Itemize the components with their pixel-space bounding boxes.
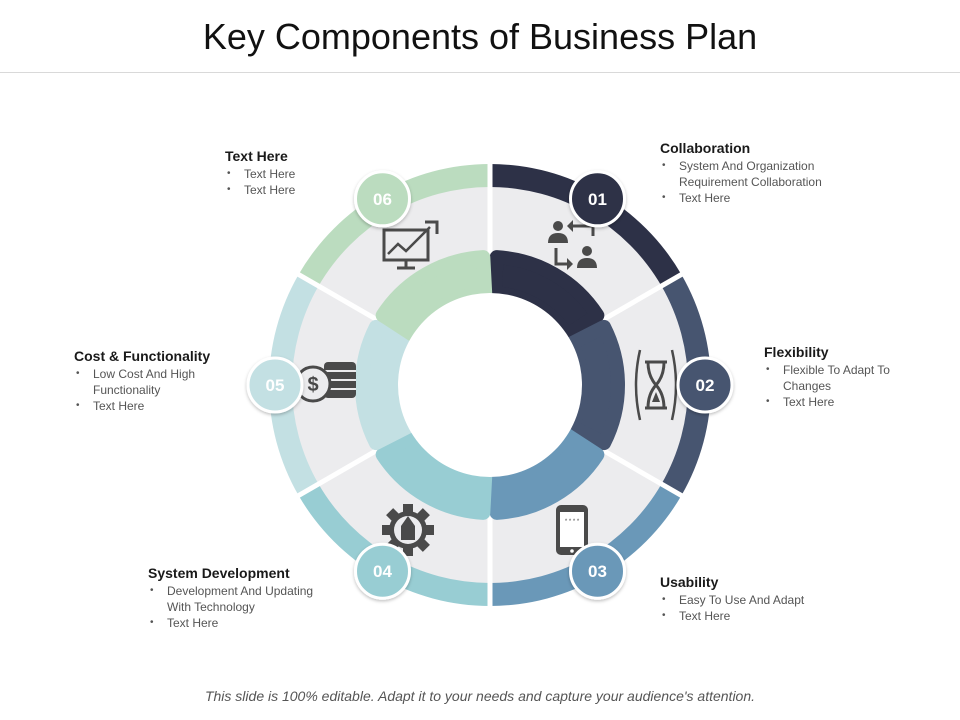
slide-title: Key Components of Business Plan <box>202 16 758 57</box>
segment-label-06: Text Here Text Here Text Here <box>225 148 345 198</box>
segment-bullets: Text Here Text Here <box>225 166 345 198</box>
number-badge-04: 04 <box>354 542 411 600</box>
footer-note: This slide is 100% editable. Adapt it to… <box>204 688 756 704</box>
segment-title: System Development <box>148 565 290 581</box>
inner-arc-01 <box>487 250 605 342</box>
segment-label-05: Cost & Functionality Low Cost And High F… <box>74 348 234 414</box>
inner-arc-06 <box>375 250 493 342</box>
badge-circle <box>246 356 304 414</box>
bullet: Low Cost And High Functionality <box>74 366 234 398</box>
bullet: Easy To Use And Adapt <box>660 592 860 608</box>
badge-circle <box>569 542 626 600</box>
badge-number: 05 <box>266 376 285 395</box>
segment-label-02: Flexibility Flexible To Adapt To Changes… <box>764 344 904 410</box>
bullet: Development And Updating With Technology <box>148 583 334 615</box>
segment-bullets: System And Organization Requirement Coll… <box>660 158 860 206</box>
growth-chart-icon <box>382 220 439 270</box>
number-badge-02: 02 <box>676 356 734 414</box>
number-badge-05: 05 <box>246 356 304 414</box>
segment-bullets: Easy To Use And Adapt Text Here <box>660 592 860 624</box>
gear-tooth <box>403 504 413 514</box>
title-divider <box>0 72 960 73</box>
inner-arc-04 <box>375 428 493 520</box>
svg-text:$: $ <box>307 374 318 396</box>
badge-circle <box>676 356 734 414</box>
badge-number: 04 <box>373 562 392 581</box>
segment-label-04: System Development Development And Updat… <box>148 565 334 631</box>
bullet: Text Here <box>225 166 345 182</box>
segment-bullets: Low Cost And High Functionality Text Her… <box>74 366 234 414</box>
outer-ring-segment-05 <box>269 274 319 496</box>
coins-icon: $ <box>294 362 356 403</box>
bullet: Text Here <box>148 615 334 631</box>
gear-tooth <box>403 546 413 556</box>
bullet: Text Here <box>660 190 860 206</box>
bullet: Text Here <box>764 394 904 410</box>
center-hole <box>398 293 582 477</box>
segment-title: Collaboration <box>660 140 751 156</box>
badge-circle <box>569 170 626 228</box>
segment-title: Usability <box>660 574 719 590</box>
badge-number: 03 <box>588 562 607 581</box>
gear-icon <box>382 504 434 556</box>
inner-arc-03 <box>487 428 605 520</box>
inner-arc-02 <box>564 319 625 451</box>
number-badge-03: 03 <box>569 542 626 600</box>
inner-arc-05 <box>355 319 416 451</box>
bullet: Flexible To Adapt To Changes <box>764 362 904 394</box>
segment-title: Flexibility <box>764 344 829 360</box>
segment-label-03: Usability Easy To Use And Adapt Text Her… <box>660 574 860 624</box>
segment-bullets: Development And Updating With Technology… <box>148 583 334 631</box>
badge-circle <box>354 170 411 228</box>
segment-label-01: Collaboration System And Organization Re… <box>660 140 860 206</box>
collaboration-icon <box>548 220 597 270</box>
svg-text:* * * *: * * * * <box>565 519 580 525</box>
bullet: Text Here <box>660 608 860 624</box>
number-badge-06: 06 <box>354 170 411 228</box>
badge-number: 01 <box>588 190 607 209</box>
number-badge-01: 01 <box>569 170 626 228</box>
smartphone-icon: * * * * <box>556 505 588 555</box>
segment-title: Text Here <box>225 148 288 164</box>
bullet: Text Here <box>74 398 234 414</box>
segment-bullets: Flexible To Adapt To Changes Text Here <box>764 362 904 410</box>
segment-title: Cost & Functionality <box>74 348 211 364</box>
hourglass-icon <box>634 349 678 421</box>
badge-circle <box>354 542 411 600</box>
bullet: Text Here <box>225 182 345 198</box>
badge-number: 06 <box>373 190 392 209</box>
outer-ring-segment-02 <box>661 274 711 496</box>
bullet: System And Organization Requirement Coll… <box>660 158 860 190</box>
badge-number: 02 <box>696 376 715 395</box>
